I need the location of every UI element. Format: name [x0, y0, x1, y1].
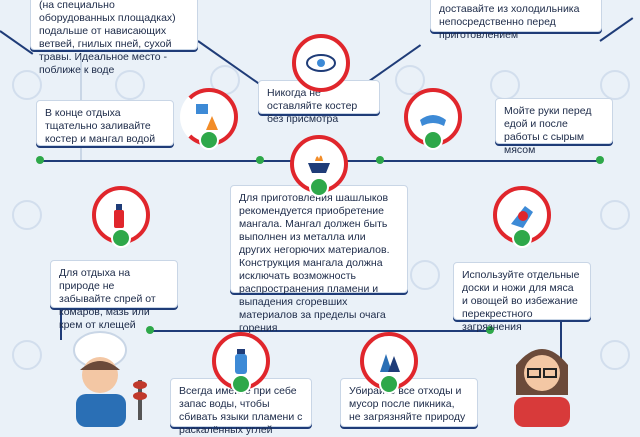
spray-icon [114, 204, 124, 228]
meat-icon [511, 206, 533, 228]
watermark-icon [490, 70, 520, 100]
card-campfire-location: (на специально оборудованных площадках) … [30, 0, 198, 76]
water-badge [212, 332, 270, 394]
check-icon [199, 130, 219, 150]
connector-dot [376, 156, 384, 164]
watermark-icon [410, 260, 440, 290]
water-bottle-icon [235, 349, 247, 374]
card-mosquito-spray: Для отдыха на природе не забывайте спрей… [50, 260, 178, 331]
check-icon [423, 130, 443, 150]
card-never-leave-fire: Никогда не оставляйте костер без присмот… [258, 80, 380, 125]
check-icon [379, 374, 399, 394]
trees-icon [380, 354, 400, 372]
spray-badge [92, 186, 150, 248]
connector-line [150, 330, 490, 332]
connector-dot [36, 156, 44, 164]
grill-icon [308, 155, 330, 173]
connector-line [0, 30, 34, 55]
watermark-icon [12, 200, 42, 230]
watermark-icon [115, 70, 145, 100]
connector-dot [596, 156, 604, 164]
watermark-icon [395, 65, 425, 95]
hand-wash-icon [420, 115, 446, 126]
check-icon [111, 228, 131, 248]
card-extinguish: В конце отдыха тщательно заливайте косте… [36, 100, 174, 146]
connector-line [599, 17, 634, 42]
watermark-icon [12, 340, 42, 370]
trees-badge [360, 332, 418, 394]
watermark-icon [600, 200, 630, 230]
connector-line [560, 320, 562, 360]
bucket-fire-icon [196, 104, 218, 130]
watermark-icon [12, 70, 42, 100]
girl-illustration [514, 349, 570, 427]
hand-wash-badge [404, 88, 462, 150]
eye-badge [292, 34, 350, 92]
eye-icon [306, 54, 336, 72]
grill-badge [290, 135, 348, 197]
connector-line [60, 300, 62, 340]
meat-badge [493, 186, 551, 248]
card-fridge: доставайте из холодильника непосредствен… [430, 0, 602, 41]
card-separate-boards: Используйте отдельные доски и ножи для м… [453, 262, 591, 333]
card-grill-advice: Для приготовления шашлыков рекомендуется… [230, 185, 408, 334]
chef-illustration [73, 331, 147, 427]
connector-dot [486, 326, 494, 334]
extinguish-badge [180, 88, 238, 150]
check-icon [512, 228, 532, 248]
watermark-icon [600, 340, 630, 370]
card-wash-hands: Мойте руки перед едой и после работы с с… [495, 98, 613, 156]
check-icon [309, 177, 329, 197]
connector-dot [256, 156, 264, 164]
check-icon [231, 374, 251, 394]
watermark-icon [600, 70, 630, 100]
card-clean-up: Убирайте все отходы и мусор после пикник… [340, 378, 478, 427]
connector-dot [146, 326, 154, 334]
